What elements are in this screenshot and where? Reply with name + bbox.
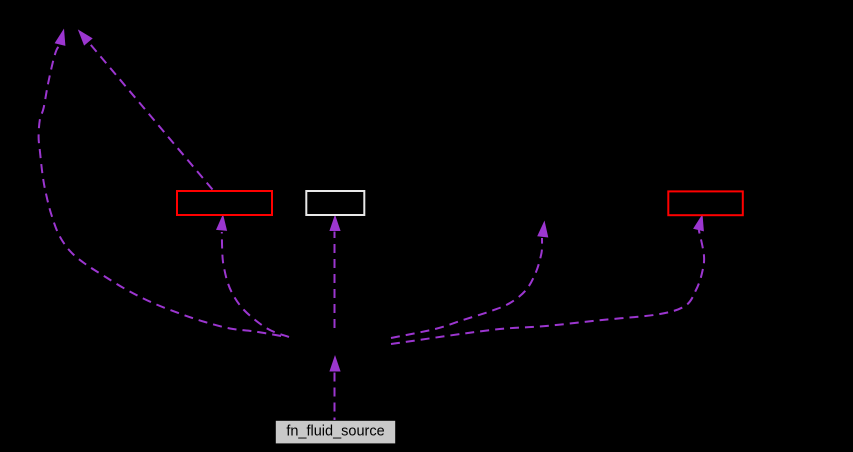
- svg-text:fn_fluid_source: fn_fluid_source: [286, 424, 384, 440]
